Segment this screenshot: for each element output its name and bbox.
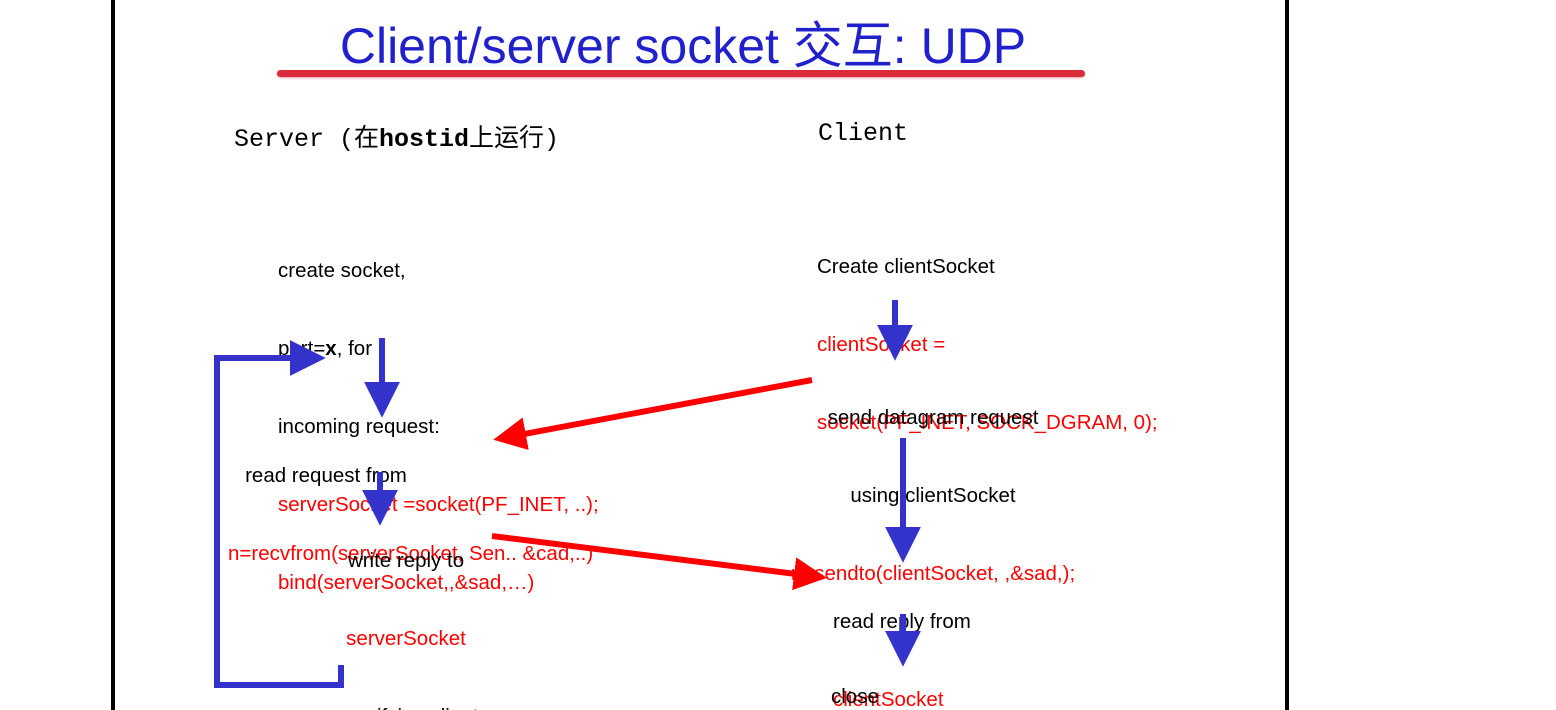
client-create-code-socket: socket(PF_INET, SOCK_DGRAM, 0); — [817, 411, 1158, 434]
server-create-port-label: port= — [278, 337, 326, 360]
server-column-heading: Server (在hostid上运行) — [234, 118, 559, 154]
server-heading-prefix: Server (在 — [234, 125, 380, 154]
server-create-line-1: create socket, — [278, 259, 406, 282]
server-heading-hostid: hostid — [379, 125, 470, 154]
client-send-code-sendto: n=sendto(clientSocket, ,&sad,); — [790, 562, 1076, 585]
server-read-line-1: read request from — [228, 464, 407, 487]
server-create-line-2: port=x, for — [278, 336, 599, 362]
page-title: Client/server socket 交互: UDP — [339, 18, 1027, 74]
server-heading-suffix: 上运行) — [469, 125, 560, 154]
server-create-port-value: x — [325, 337, 337, 360]
client-column-heading: Client — [818, 119, 909, 148]
client-create-line-1: Create clientSocket — [817, 255, 995, 278]
client-send-line-1: send datagram request — [827, 406, 1039, 429]
title-underline — [277, 70, 1085, 77]
server-create-port-tail: , for — [336, 337, 373, 360]
server-write-line-3: specifying client — [176, 704, 636, 710]
page-frame-left-line — [111, 0, 115, 710]
client-close-line-1: close — [831, 685, 879, 708]
server-write-line-1: write reply to — [347, 549, 465, 572]
server-write-reply-block: write reply to serverSocket specifying c… — [176, 496, 636, 710]
client-send-datagram-block: send datagram request using clientSocket… — [773, 353, 1093, 639]
server-write-line-2: serverSocket — [346, 627, 466, 650]
client-read-reply-block: read reply from clientSocket — [833, 557, 971, 710]
page-frame-right-line — [1285, 0, 1289, 710]
client-read-line-2: clientSocket — [833, 688, 944, 710]
client-send-line-2: using clientSocket — [850, 484, 1016, 507]
client-close-socket-block: close clientSocket — [831, 632, 942, 710]
